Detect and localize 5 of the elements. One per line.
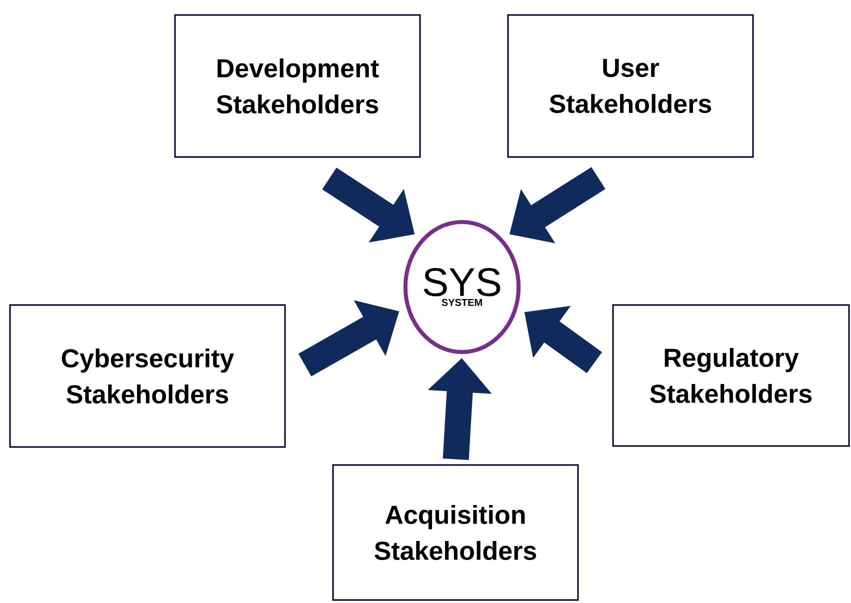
stakeholder-box: Regulatory Stakeholders <box>612 304 850 447</box>
stakeholder-box: User Stakeholders <box>507 14 754 158</box>
stakeholder-box: Development Stakeholders <box>174 14 421 158</box>
stakeholder-box: Acquisition Stakeholders <box>332 464 579 601</box>
stakeholder-box: Cybersecurity Stakeholders <box>9 304 286 448</box>
